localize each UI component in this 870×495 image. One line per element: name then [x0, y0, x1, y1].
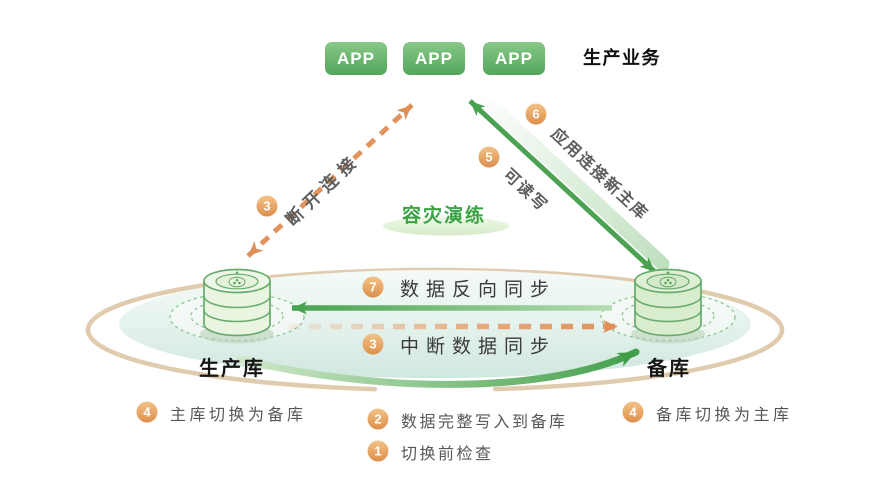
app-node-2: APP [403, 42, 465, 75]
app-node-3: APP [483, 42, 545, 75]
app-node-1: APP [325, 42, 387, 75]
step-badge-standby-to-primary: 4 [622, 401, 644, 423]
center-title: 容灾演练 [401, 205, 487, 227]
label-interrupt-sync: 中断数据同步 [400, 336, 557, 358]
label-write-complete: 数据完整写入到备库 [401, 414, 568, 431]
label-pre-check: 切换前检查 [401, 446, 494, 463]
step-badge-disconnect: 3 [256, 195, 278, 217]
db-right-label: 备库 [647, 358, 691, 380]
database-icon-left [203, 268, 271, 337]
step-badge-interrupt-sync: 3 [362, 333, 384, 355]
label-primary-to-standby: 主库切换为备库 [170, 407, 307, 424]
step-badge-reverse-sync: 7 [362, 276, 384, 298]
db-left-label: 生产库 [199, 358, 265, 380]
arrow-app-connect [468, 99, 657, 274]
database-icon-right [634, 268, 702, 337]
step-badge-write-complete: 2 [367, 408, 389, 430]
label-reverse-sync: 数据反向同步 [400, 279, 557, 301]
step-badge-pre-check: 1 [367, 440, 389, 462]
step-badge-primary-to-standby: 4 [136, 401, 158, 423]
step-badge-app-connect: 6 [525, 103, 547, 125]
label-standby-to-primary: 备库切换为主库 [656, 407, 793, 424]
step-badge-read-write: 5 [478, 146, 500, 168]
business-label: 生产业务 [583, 48, 661, 68]
arrow-disconnect [246, 103, 414, 258]
center-badge-ellipse [383, 216, 509, 236]
arrow-write-to-standby [236, 348, 640, 388]
